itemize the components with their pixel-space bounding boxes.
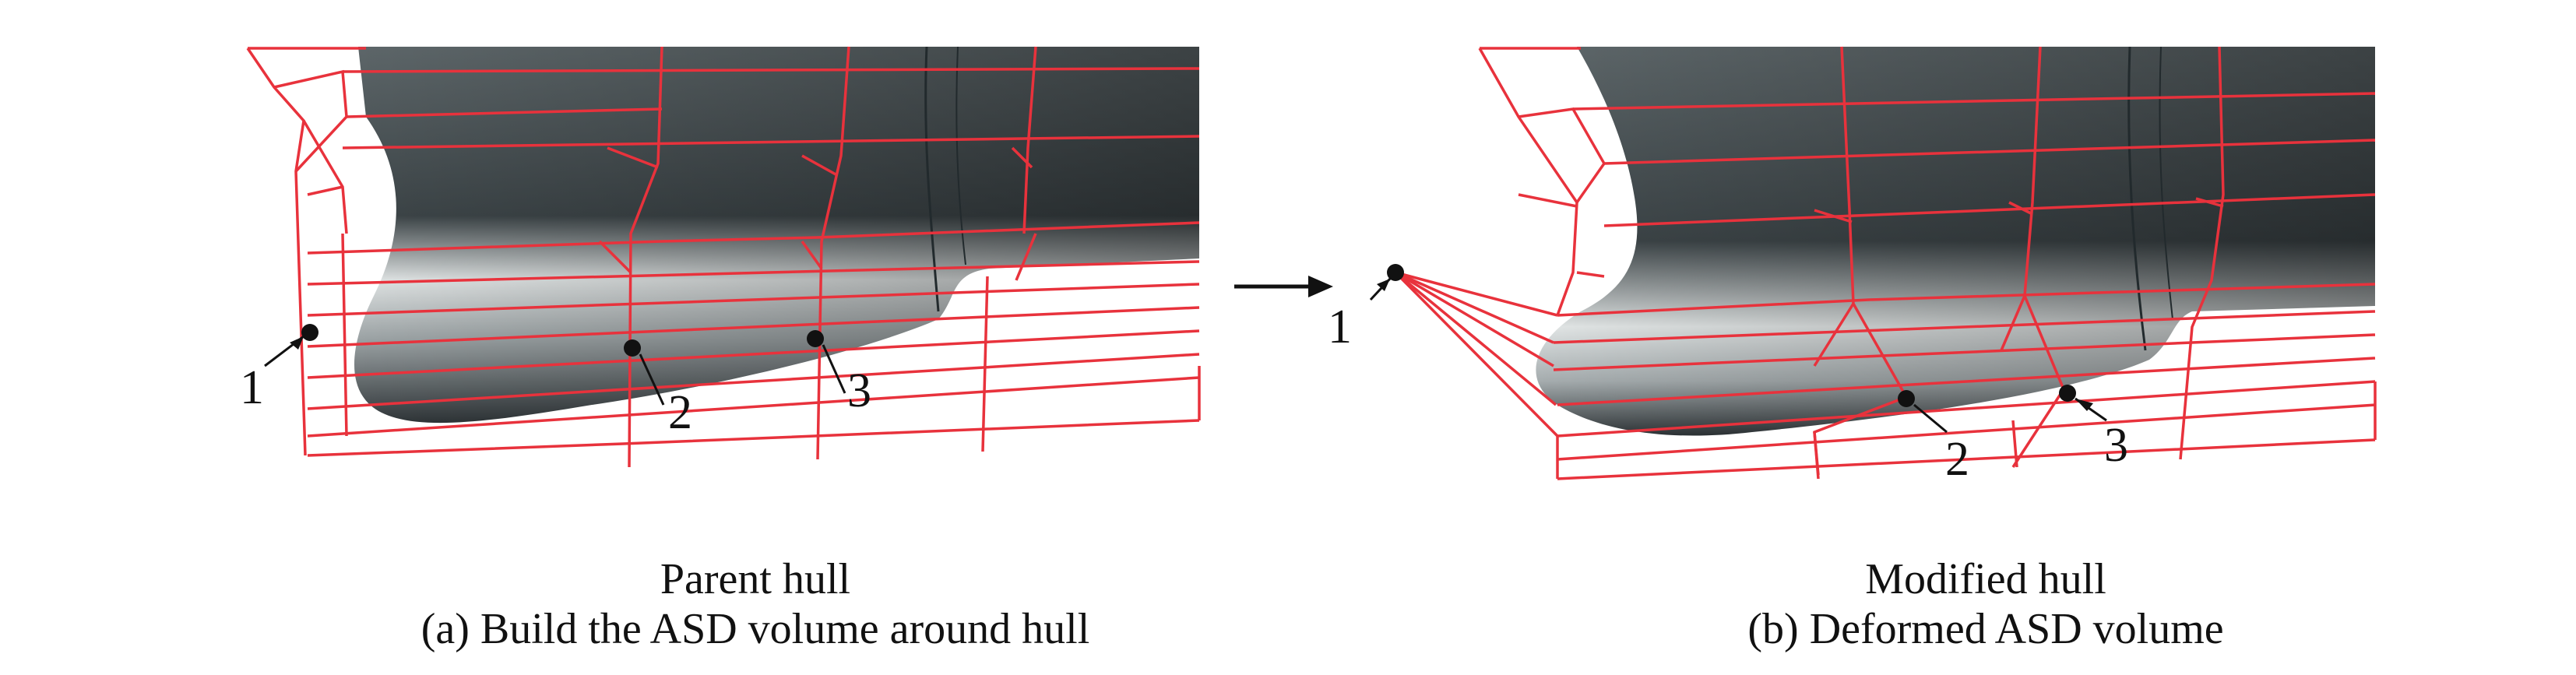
control-point-b3: 3 xyxy=(2059,385,2128,472)
asd-lattice-a xyxy=(246,46,1201,468)
caption-panel-b: Modified hull (b) Deformed ASD volume xyxy=(1526,554,2445,654)
panel-a-subtitle: (a) Build the ASD volume around hull xyxy=(421,605,1090,653)
panel-a-diagram: 1 2 3 xyxy=(240,46,1201,468)
control-point-a2: 2 xyxy=(624,339,692,439)
label-b2: 2 xyxy=(1945,433,1969,486)
panel-b-diagram: 1 2 3 xyxy=(1328,46,2377,486)
panel-b-subtitle: (b) Deformed ASD volume xyxy=(1747,605,2224,653)
caption-panel-a: Parent hull (a) Build the ASD volume aro… xyxy=(296,554,1215,654)
label-b1: 1 xyxy=(1328,301,1352,353)
transition-arrow xyxy=(1234,276,1333,297)
panel-b-title: Modified hull xyxy=(1865,555,2106,603)
control-point-a1: 1 xyxy=(240,324,318,414)
control-point-b2: 2 xyxy=(1898,390,1969,486)
label-a3: 3 xyxy=(847,364,871,417)
control-point-b1: 1 xyxy=(1328,264,1404,353)
asd-lattice-b xyxy=(1394,46,2377,480)
label-a2: 2 xyxy=(668,386,692,439)
label-b3: 3 xyxy=(2104,419,2128,472)
control-point-a3: 3 xyxy=(807,330,871,417)
label-a1: 1 xyxy=(240,361,264,414)
panel-a-title: Parent hull xyxy=(660,555,851,603)
